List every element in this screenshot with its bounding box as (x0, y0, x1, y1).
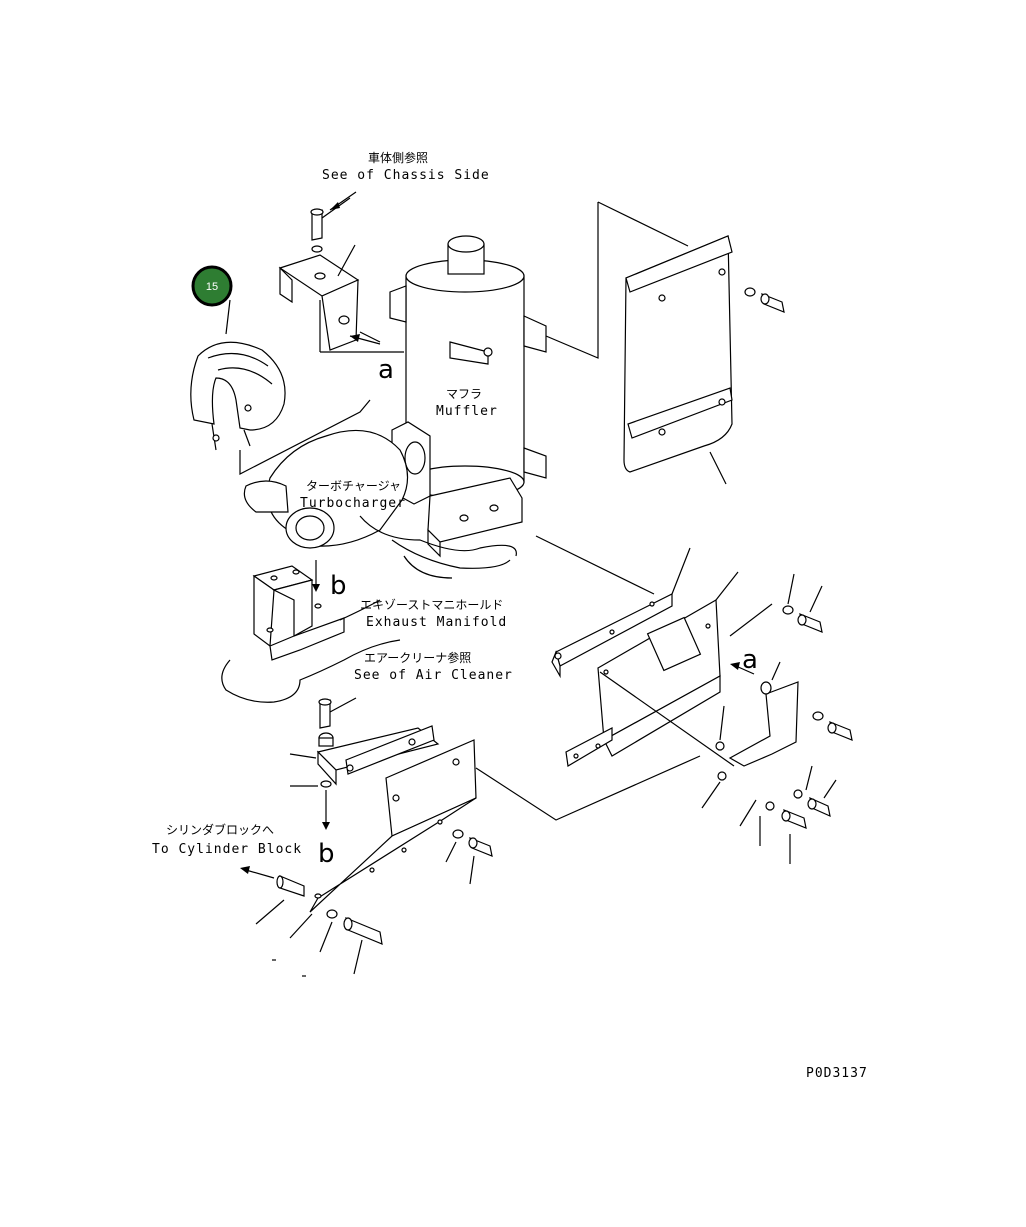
muffler-label-jp: マフラ (446, 387, 482, 401)
ref-marker-a: a (742, 645, 758, 675)
turbo-label-en: Turbocharger (300, 496, 406, 511)
chassis-label-en: See of Chassis Side (322, 168, 490, 183)
drawing-code: P0D3137 (806, 1066, 868, 1081)
aircleaner-label-jp: エアークリーナ参照 (364, 650, 471, 665)
chassis-label-jp: 車体側参照 (368, 150, 428, 165)
lower-bracket-set (240, 697, 701, 977)
ref-marker-b: b (330, 571, 347, 601)
callout-15-number: 15 (206, 281, 218, 293)
cylinder-label-en: To Cylinder Block (152, 842, 302, 857)
muffler-heat-shield (545, 201, 785, 485)
muffler-mount-frame (535, 535, 853, 864)
ref-marker-a: a (378, 355, 394, 385)
manifold-label-en: Exhaust Manifold (366, 615, 507, 630)
turbocharger (243, 429, 517, 579)
label-leaders (329, 191, 381, 345)
chassis-bracket (278, 197, 404, 353)
cylinder-label-jp: シリンダブロックへ (166, 822, 274, 837)
callout-15[interactable]: 15 (191, 265, 233, 307)
callout-15-marker[interactable] (191, 265, 233, 307)
ref-marker-b: b (318, 839, 335, 869)
muffler-label-en: Muffler (436, 404, 498, 419)
manifold-bracket (221, 560, 401, 703)
turbo-insulation-cover (190, 299, 371, 475)
aircleaner-label-en: See of Air Cleaner (354, 668, 513, 683)
turbo-label-jp: ターボチャージャ (306, 479, 401, 493)
manifold-label-jp: エキゾーストマニホールド (360, 598, 503, 612)
